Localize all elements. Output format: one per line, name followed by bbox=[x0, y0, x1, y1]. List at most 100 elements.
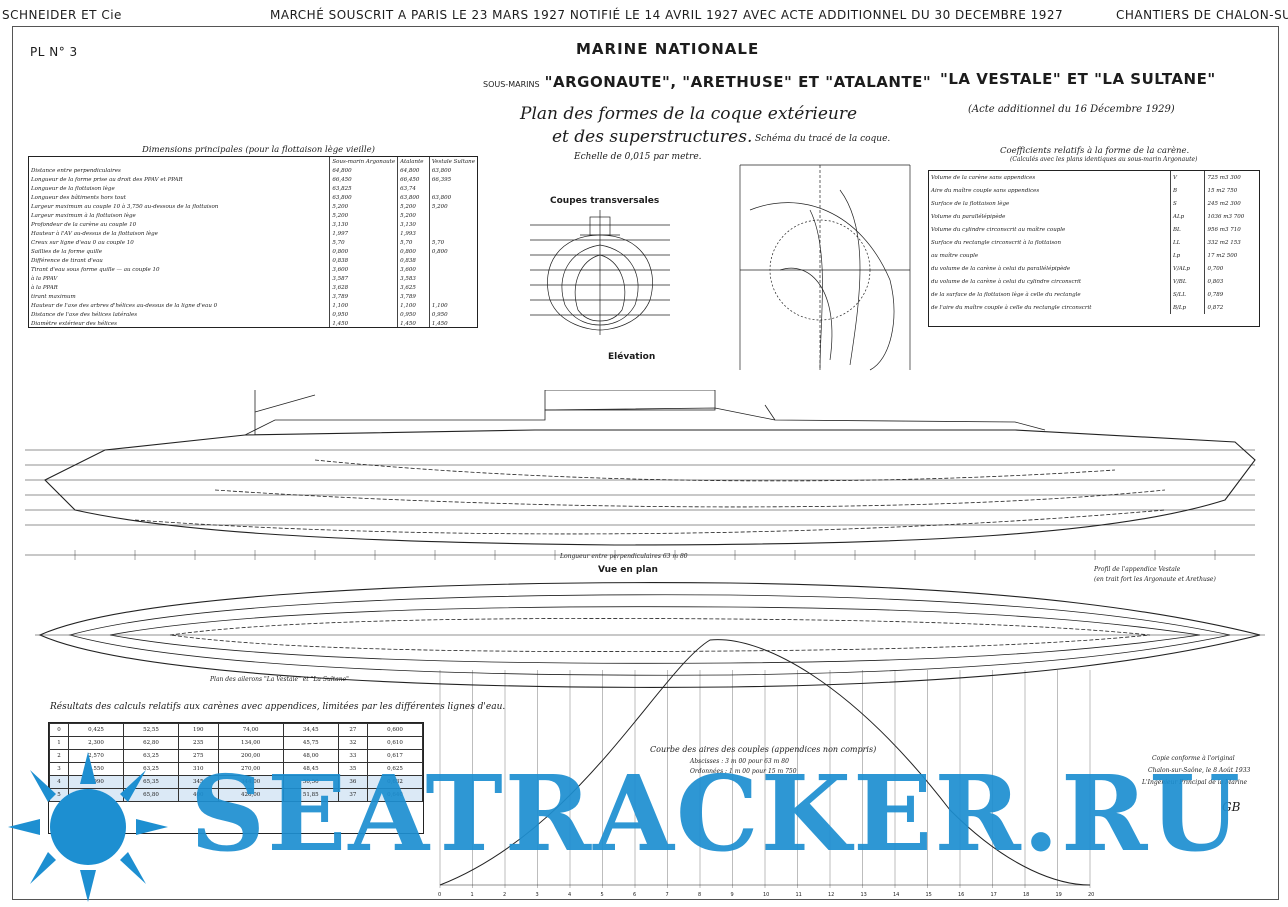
dims-row-value: 66,450 bbox=[397, 175, 430, 184]
dims-row-label: Diamètre extérieur des hélices bbox=[31, 320, 117, 327]
coef-label: Volume du parallélépipède bbox=[931, 213, 1006, 220]
coef-label: Surface du rectangle circonscrit à la fl… bbox=[931, 239, 1062, 246]
results-cell: 37 bbox=[337, 788, 368, 802]
dims-row-value: 0,800 bbox=[428, 247, 477, 256]
dims-row-value: 0,800 bbox=[397, 247, 430, 256]
hull-schema-diagram bbox=[739, 164, 911, 371]
results-title: Résultats des calculs relatifs aux carèn… bbox=[50, 702, 506, 712]
coef-row: du volume de la carène à celui du cylind… bbox=[929, 275, 1259, 288]
scale-note: Echelle de 0,015 par metre. bbox=[574, 152, 702, 162]
coef-label: Aire du maître couple sans appendices bbox=[931, 187, 1040, 194]
dims-row-value: 1,100 bbox=[397, 301, 430, 310]
sun-logo-icon bbox=[8, 752, 168, 902]
coef-row: Volume du cylindre circonscrit au maître… bbox=[929, 223, 1259, 236]
header-center: MARCHÉ SOUSCRIT A PARIS LE 23 MARS 1927 … bbox=[270, 8, 1064, 22]
dims-row-value: 1,993 bbox=[397, 229, 430, 238]
results-cell: 190 bbox=[177, 723, 219, 737]
dims-row-label: à la PPAR bbox=[31, 284, 58, 291]
dims-col-1: Sous-marin Argonaute bbox=[329, 157, 398, 166]
coef-label: de la surface de la flottaison lège à ce… bbox=[931, 291, 1081, 298]
dims-row: Hauteur de l'axe des arbres d'hélices au… bbox=[29, 301, 477, 310]
coef-label: Volume de la carène sans appendices bbox=[931, 174, 1036, 181]
dims-row-value: 63,800 bbox=[397, 193, 430, 202]
dims-header-row: Sous-marin Argonaute Atalante Vestale Su… bbox=[29, 157, 477, 166]
dims-row-value: 3,583 bbox=[397, 274, 430, 283]
coef-value: 956 m3 710 bbox=[1204, 223, 1259, 236]
vestale-title: "LA VESTALE" ET "LA SULTANE" bbox=[940, 70, 1216, 88]
dims-row-value: 1,100 bbox=[428, 301, 477, 310]
coef-sym: S bbox=[1169, 197, 1205, 210]
coef-value: 0,789 bbox=[1204, 288, 1259, 301]
coef-value: 0,872 bbox=[1204, 301, 1259, 314]
curve-tick-label: 11 bbox=[796, 892, 802, 898]
acte-additionnel: (Acte additionnel du 16 Décembre 1929) bbox=[968, 104, 1175, 115]
results-cell: 2 bbox=[49, 749, 70, 763]
dims-row-value bbox=[428, 274, 477, 283]
dims-row-value: 1,450 bbox=[329, 319, 398, 327]
plan-title-line2: et des superstructures. bbox=[552, 127, 753, 147]
dims-row-label: Longueur des bâtiments hors tout bbox=[31, 194, 126, 201]
curve-title: Courbe des aires des couples (appendices… bbox=[650, 745, 877, 754]
signature-line1: Copie conforme à l'original bbox=[1152, 755, 1235, 762]
dims-row-label: Longueur de la flottaison lège bbox=[31, 185, 115, 192]
plan-title-line1: Plan des formes de la coque extérieure bbox=[520, 104, 858, 124]
signature-initials: GB bbox=[1222, 800, 1241, 814]
dims-row-value: 64,800 bbox=[329, 166, 398, 175]
results-cell: 0,600 bbox=[366, 723, 423, 737]
dims-row-value bbox=[428, 220, 477, 229]
dims-row-value: 64,800 bbox=[397, 166, 430, 175]
subs-names: "ARGONAUTE", "ARETHUSE" ET "ATALANTE" bbox=[544, 73, 932, 91]
results-cell: 74,00 bbox=[217, 723, 284, 737]
dims-row-value bbox=[428, 229, 477, 238]
curve-tick-label: 3 bbox=[536, 892, 539, 898]
coef-sym: S/LL bbox=[1169, 288, 1205, 301]
results-cell: 32 bbox=[337, 736, 368, 750]
results-cell: 400 bbox=[177, 788, 219, 802]
curve-tick-label: 18 bbox=[1023, 892, 1029, 898]
plan-view-diagram bbox=[35, 582, 1265, 688]
dims-row-value: 5,200 bbox=[397, 202, 430, 211]
header-left: SCHNEIDER ET Cie bbox=[2, 8, 122, 22]
dims-row-value: 5,70 bbox=[397, 238, 430, 247]
dims-row-value: 3,600 bbox=[397, 265, 430, 274]
dims-row-label: Largeur maximum à la flottaison lège bbox=[31, 212, 136, 219]
dims-row-label: Largeur maximum au couple 10 à 3,750 au-… bbox=[31, 203, 219, 210]
dims-row: Longueur de la forme prise au droit des … bbox=[29, 175, 477, 184]
coef-sym: BL bbox=[1169, 223, 1205, 236]
dims-row-value: 1,450 bbox=[397, 319, 430, 327]
coef-label: de l'aire du maître couple à celle du re… bbox=[931, 304, 1092, 311]
dims-row-value bbox=[428, 211, 477, 220]
coef-sym: Lp bbox=[1169, 249, 1205, 262]
dims-row-value bbox=[428, 256, 477, 265]
dims-row-value bbox=[428, 292, 477, 301]
curve-tick-label: 9 bbox=[731, 892, 734, 898]
signature-line2: Chalon-sur-Saône, le 8 Août 1933 bbox=[1148, 767, 1251, 774]
coef-sym: V bbox=[1169, 171, 1205, 184]
coef-row: de la surface de la flottaison lège à ce… bbox=[929, 288, 1259, 301]
dims-row-value: 3,130 bbox=[397, 220, 430, 229]
dims-row-value: 63,74 bbox=[397, 184, 430, 193]
dims-row-value: 63,800 bbox=[428, 193, 477, 202]
schema-title: Schéma du tracé de la coque. bbox=[755, 134, 891, 144]
dims-row-value: 3,625 bbox=[397, 283, 430, 292]
curve-ordonnees: Ordonnées : 1 m 00 pour 15 m 750 bbox=[690, 768, 797, 775]
dims-row-label: Hauteur de l'axe des arbres d'hélices au… bbox=[31, 302, 218, 309]
curve-tick-label: 16 bbox=[958, 892, 964, 898]
curve-tick-label: 5 bbox=[601, 892, 604, 898]
elevation-label: Elévation bbox=[608, 352, 656, 362]
dims-row-label: Distance entre perpendiculaires bbox=[31, 167, 121, 174]
coef-value: 725 m3 300 bbox=[1204, 171, 1259, 184]
header-right: CHANTIERS DE CHALON-SUR-SAÔNE bbox=[1116, 8, 1288, 22]
subs-prefix: SOUS-MARINS bbox=[483, 80, 540, 89]
results-cell: 0,610 bbox=[366, 736, 423, 750]
